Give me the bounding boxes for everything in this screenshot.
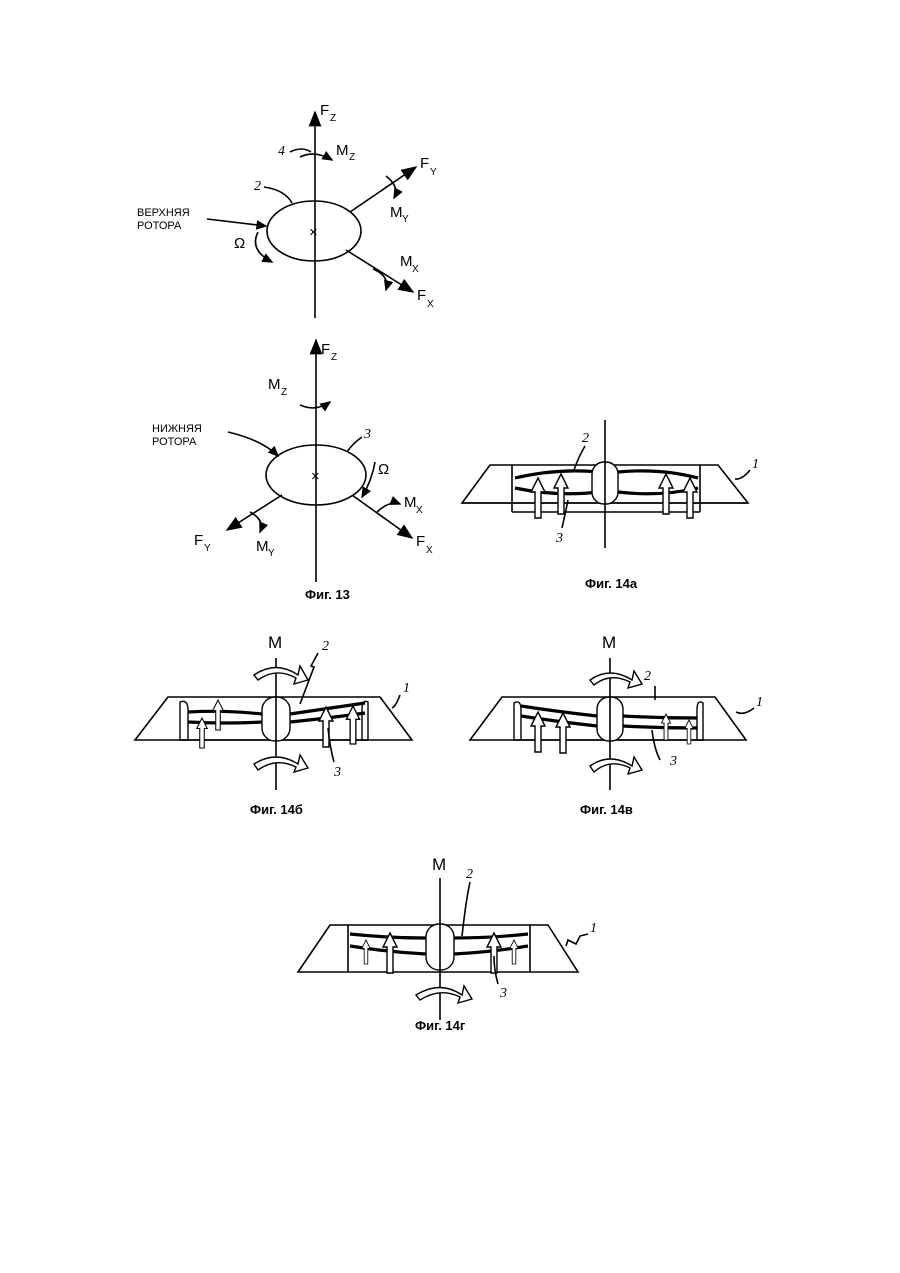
upper-rotor-label-1: ВЕРХНЯЯ	[137, 207, 190, 219]
lift-arrow-14b-2	[213, 700, 224, 730]
fz-label-upper: F	[320, 102, 329, 119]
ref-2-14g: 2	[466, 867, 473, 882]
fig13-upper-rotor-diagram: F Z M Z 4 × 2 F Y M Y F X M X ВЕРХНЯЯ РО…	[137, 102, 437, 318]
fy-axis-lower	[227, 495, 282, 530]
mx-label-upper: M	[400, 253, 413, 270]
mx-curl-lower	[377, 503, 400, 512]
fx-axis-lower	[352, 495, 412, 538]
ref-1-14b: 1	[403, 681, 410, 696]
my-sub-upper: Y	[402, 214, 409, 225]
fy-label-lower: F	[194, 532, 203, 549]
moment-label-14g: M	[432, 855, 446, 874]
ref-1-14a: 1	[752, 457, 759, 472]
my-sub-lower: Y	[268, 548, 275, 559]
fy-sub-lower: Y	[204, 543, 211, 554]
caption-fig14v: Фиг. 14в	[580, 802, 633, 817]
lower-rotor-label-2: РОТОРА	[152, 436, 197, 448]
moment-label-14b: M	[268, 633, 282, 652]
fig14v-diagram: M 2 1 3	[470, 633, 763, 790]
mz-label-upper: M	[336, 142, 349, 159]
fx-label-upper: F	[417, 287, 426, 304]
ref-3-lower: 3	[363, 427, 371, 442]
ref-2-14b: 2	[322, 639, 329, 654]
omega-label-upper: Ω	[234, 235, 245, 252]
upper-rotor-label-2: РОТОРА	[137, 220, 182, 232]
fig13-lower-rotor-diagram: F Z M Z × 3 НИЖНЯЯ РОТОРА Ω F Y M Y F X …	[152, 340, 433, 582]
lift-arrow-14b-4	[346, 706, 359, 744]
ref-4: 4	[278, 144, 285, 159]
upper-rotor-label-arrow	[207, 219, 266, 226]
lower-rotor-label-arrow	[228, 432, 278, 456]
ref-3-14a: 3	[555, 531, 563, 546]
ref-2-14v: 2	[644, 669, 651, 684]
fig14g-diagram: M 2 1 3	[298, 855, 597, 1020]
my-label-upper: M	[390, 204, 403, 221]
ref-3-14v: 3	[669, 754, 677, 769]
moment-arrow-bottom-14v	[590, 757, 642, 774]
lift-arrow-14v-2	[556, 713, 570, 753]
mz-curl-upper	[300, 154, 332, 160]
ref-3-leader	[347, 437, 362, 452]
rotor-center-upper: ×	[309, 224, 318, 241]
lift-arrow-14g-1	[362, 940, 370, 964]
caption-fig14g: Фиг. 14г	[415, 1018, 466, 1033]
ref-1-14g: 1	[590, 921, 597, 936]
fig14a-diagram: 2 1 3	[462, 420, 759, 548]
caption-fig14b: Фиг. 14б	[250, 802, 303, 817]
caption-fig13: Фиг. 13	[305, 587, 350, 602]
fz-sub-lower: Z	[331, 352, 337, 363]
ref-3-14g: 3	[499, 986, 507, 1001]
mz-curl-lower	[300, 402, 330, 408]
moment-label-14v: M	[602, 633, 616, 652]
moment-arrow-top-14b	[254, 666, 308, 684]
ref-2-leader	[264, 187, 292, 203]
fx-sub-upper: X	[427, 299, 434, 310]
lift-arrow-14b-3	[319, 707, 333, 747]
omega-label-lower: Ω	[378, 461, 389, 478]
caption-fig14a: Фиг. 14а	[585, 576, 638, 591]
mx-sub-upper: X	[412, 264, 419, 275]
my-label-lower: M	[256, 538, 269, 555]
rotor-center-lower: ×	[311, 468, 320, 485]
fx-sub-lower: X	[426, 545, 433, 556]
fy-axis-upper	[350, 167, 416, 212]
fz-label-lower: F	[321, 341, 330, 358]
ref-2-14a: 2	[582, 431, 589, 446]
fz-sub-upper: Z	[330, 113, 336, 124]
mz-sub-lower: Z	[281, 387, 287, 398]
moment-arrow-bottom-14b	[254, 755, 308, 772]
ref-1-14v: 1	[756, 695, 763, 710]
ref-3-14b: 3	[333, 765, 341, 780]
lower-rotor-label-1: НИЖНЯЯ	[152, 423, 202, 435]
mx-sub-lower: X	[416, 505, 423, 516]
mz-sub-upper: Z	[349, 152, 355, 163]
fy-sub-upper: Y	[430, 167, 437, 178]
ref-4-leader	[290, 149, 311, 152]
fig14b-diagram: M 2 1 3	[135, 633, 412, 790]
moment-arrow-14g	[416, 986, 472, 1003]
mx-label-lower: M	[404, 494, 417, 511]
ref-2-upper: 2	[254, 179, 261, 194]
lift-arrow-14g-4	[510, 940, 518, 964]
omega-arrow-upper	[255, 232, 272, 262]
moment-arrow-top-14v	[590, 671, 642, 688]
fx-label-lower: F	[416, 533, 425, 550]
mz-label-lower: M	[268, 376, 281, 393]
mx-curl-upper	[373, 269, 387, 290]
fy-label-upper: F	[420, 155, 429, 172]
